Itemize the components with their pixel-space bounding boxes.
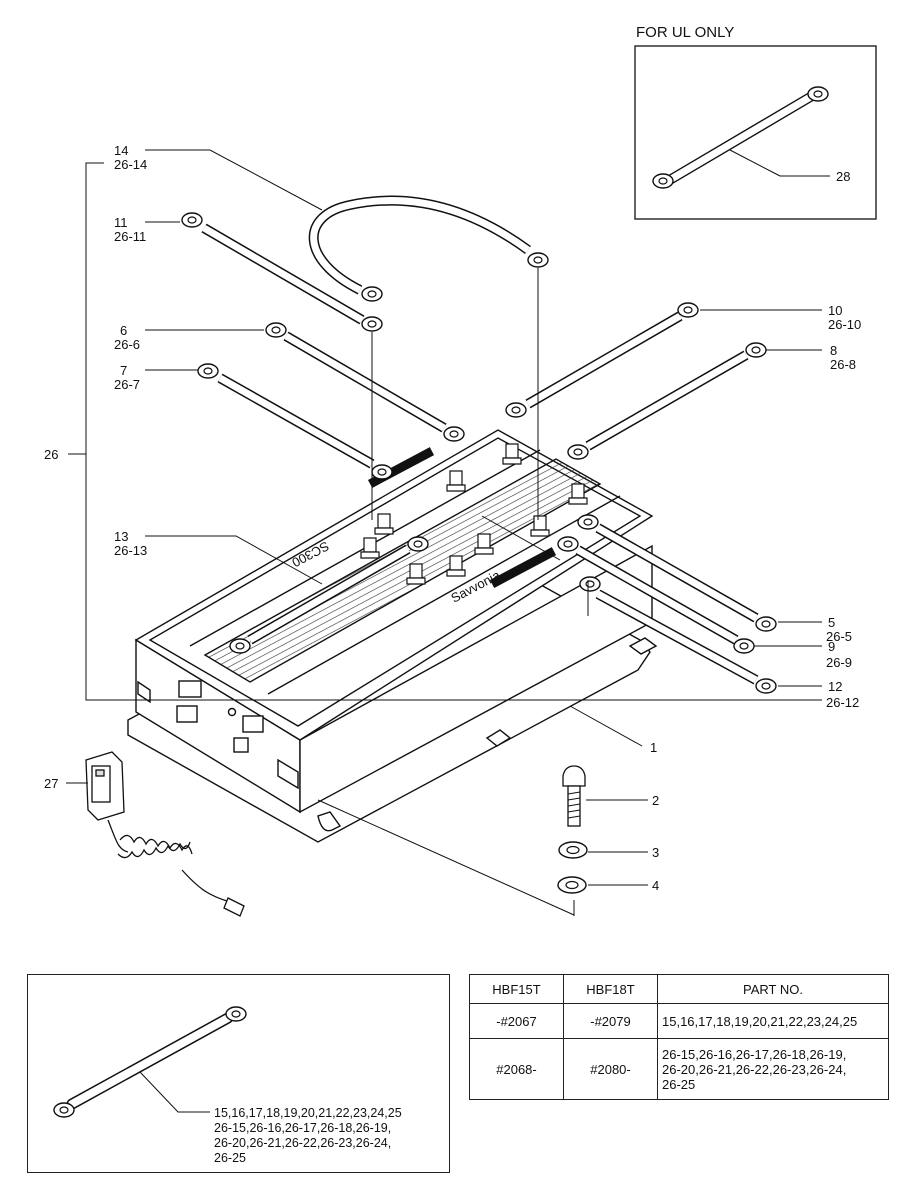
cable-12 xyxy=(579,576,777,694)
cable-8 xyxy=(567,342,767,460)
callout-26-10: 26-10 xyxy=(828,317,861,332)
variant-cable-label: 15,16,17,18,19,20,21,22,23,24,25 26-15,2… xyxy=(214,1106,402,1165)
cable-7 xyxy=(197,363,393,480)
callout-2: 2 xyxy=(652,793,659,808)
callout-26-13: 26-13 xyxy=(114,543,147,558)
ul-only-box xyxy=(634,45,877,220)
cable-10 xyxy=(505,302,699,418)
callout-26-5: 26-5 xyxy=(826,629,852,644)
cable-14 xyxy=(308,195,549,302)
callout-12: 12 xyxy=(828,679,842,694)
callout-5: 5 xyxy=(828,615,835,630)
table-header: HBF18T xyxy=(563,974,658,1004)
table-row: #2068- #2080- 26-15,26-16,26-17,26-18,26… xyxy=(469,1038,889,1100)
callout-26: 26 xyxy=(44,447,58,462)
callout-10: 10 xyxy=(828,303,842,318)
cable-13 xyxy=(229,536,429,654)
controller-unit xyxy=(127,429,658,843)
cable-11 xyxy=(181,212,383,332)
callout-27: 27 xyxy=(44,776,58,791)
table-header: PART NO. xyxy=(657,974,889,1004)
cable-5 xyxy=(577,514,777,632)
callout-26-9: 26-9 xyxy=(826,655,852,670)
table-cell: #2080- xyxy=(563,1038,658,1100)
callout-26-14: 26-14 xyxy=(114,157,147,172)
washer-3 xyxy=(558,841,588,859)
callout-26-8: 26-8 xyxy=(830,357,856,372)
callout-28: 28 xyxy=(836,169,850,184)
callout-26-11: 26-11 xyxy=(114,229,146,244)
callout-7: 7 xyxy=(120,363,127,378)
callout-26-12: 26-12 xyxy=(826,695,859,710)
ul-only-title: FOR UL ONLY xyxy=(636,24,735,41)
table-cell: -#2067 xyxy=(469,1003,564,1039)
leader-lines xyxy=(68,149,822,886)
callout-26-6: 26-6 xyxy=(114,337,140,352)
bolt-2 xyxy=(562,765,586,827)
callout-9: 9 xyxy=(828,639,835,654)
callout-6: 6 xyxy=(120,323,127,338)
callout-1: 1 xyxy=(650,740,657,755)
table-cell: -#2079 xyxy=(563,1003,658,1039)
parts-table: HBF15T HBF18T PART NO. -#2067 -#2079 15,… xyxy=(469,974,889,1100)
variant-cable-box xyxy=(27,974,450,1173)
cable-9 xyxy=(557,536,755,654)
callout-14: 14 xyxy=(114,143,128,158)
callout-13: 13 xyxy=(114,529,128,544)
terminal-studs xyxy=(360,443,588,585)
table-cell: #2068- xyxy=(469,1038,564,1100)
table-cell: 26-15,26-16,26-17,26-18,26-19, 26-20,26-… xyxy=(657,1038,889,1100)
callout-4: 4 xyxy=(652,878,659,893)
callout-26-7: 26-7 xyxy=(114,377,140,392)
callout-8: 8 xyxy=(830,343,837,358)
washer-4 xyxy=(557,876,587,894)
ul-cable xyxy=(652,86,829,189)
table-cell: 15,16,17,18,19,20,21,22,23,24,25 xyxy=(657,1003,889,1039)
callout-3: 3 xyxy=(652,845,659,860)
handset-27 xyxy=(85,751,245,917)
table-header: HBF15T xyxy=(469,974,564,1004)
guide-lines xyxy=(317,268,589,916)
callout-11: 11 xyxy=(114,215,128,230)
cable-6 xyxy=(265,322,465,442)
bottom-cable xyxy=(53,1006,247,1118)
table-row: -#2067 -#2079 15,16,17,18,19,20,21,22,23… xyxy=(469,1003,889,1039)
